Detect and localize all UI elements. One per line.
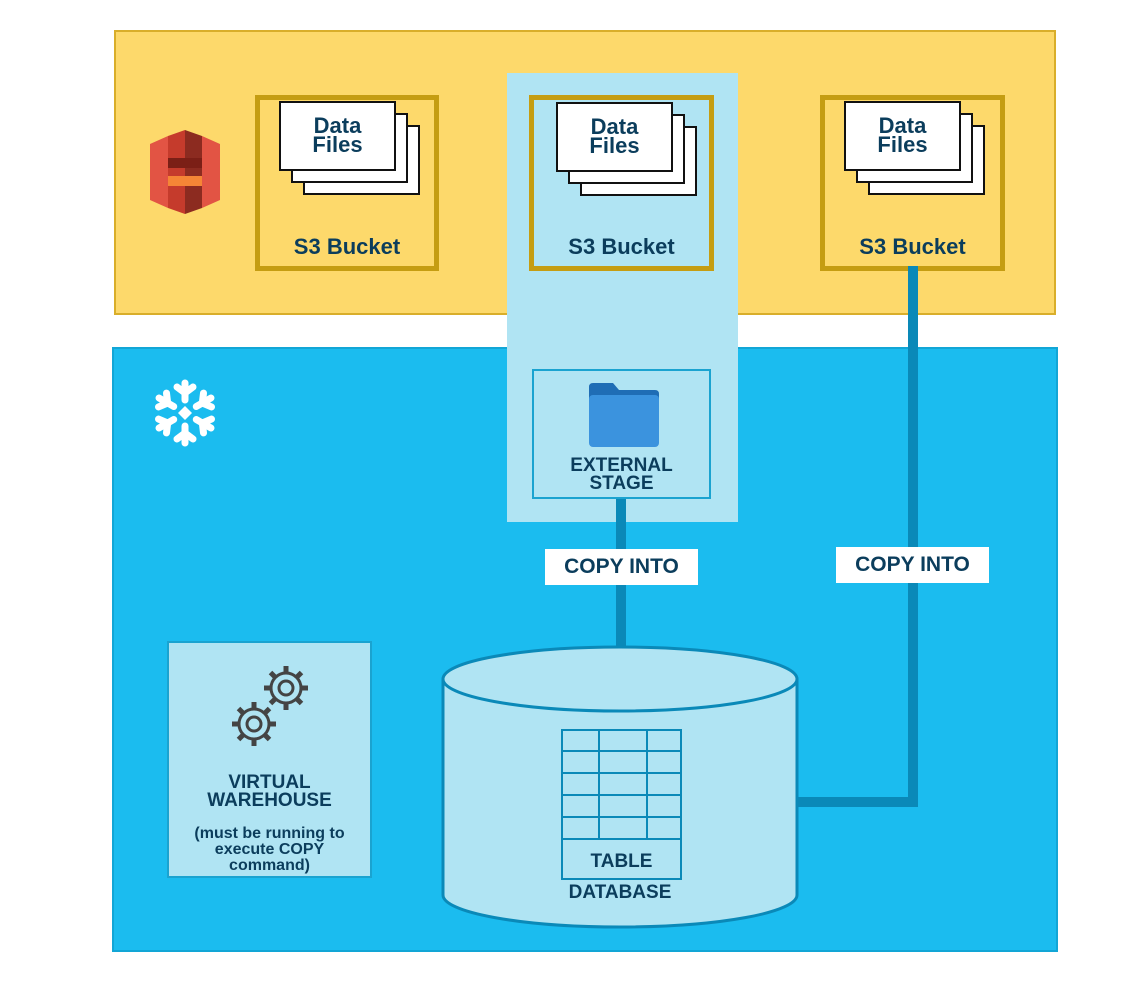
data-files-card: Data Files bbox=[556, 102, 673, 172]
table-label: TABLE bbox=[590, 851, 653, 872]
database-cylinder bbox=[441, 645, 799, 929]
virtual-warehouse-box: VIRTUAL WAREHOUSE (must be running to ex… bbox=[167, 641, 372, 878]
s3-bucket-1: Data Files S3 Bucket bbox=[255, 95, 439, 271]
virtual-warehouse-note: (must be running to execute COPY command… bbox=[194, 825, 345, 874]
data-files-label: Data Files bbox=[589, 114, 640, 158]
table-box: TABLE bbox=[561, 729, 682, 880]
bucket-label: S3 Bucket bbox=[293, 234, 401, 259]
folder-icon bbox=[589, 383, 659, 447]
copy-into-label-right: COPY INTO bbox=[836, 547, 989, 583]
table-grid-icon bbox=[563, 731, 680, 840]
virtual-warehouse-title: VIRTUAL WAREHOUSE bbox=[207, 772, 332, 811]
data-files-card: Data Files bbox=[844, 101, 961, 171]
data-files-label: Data Files bbox=[312, 113, 363, 157]
bucket-label: S3 Bucket bbox=[859, 234, 966, 259]
bucket-label: S3 Bucket bbox=[568, 234, 675, 259]
data-files-card: Data Files bbox=[279, 101, 396, 171]
copy-into-label-left: COPY INTO bbox=[545, 549, 698, 585]
database-label: DATABASE bbox=[568, 882, 672, 903]
snowflake-logo-icon bbox=[154, 379, 216, 447]
aws-s3-logo-icon bbox=[150, 130, 220, 214]
s3-bucket-3: Data Files S3 Bucket bbox=[820, 95, 1005, 271]
data-files-label: Data Files bbox=[877, 113, 928, 157]
external-stage-label: EXTERNAL STAGE bbox=[570, 455, 673, 494]
gears-icon bbox=[232, 666, 308, 746]
s3-bucket-2: Data Files S3 Bucket bbox=[529, 95, 714, 271]
external-stage-box: EXTERNAL STAGE bbox=[532, 369, 711, 499]
